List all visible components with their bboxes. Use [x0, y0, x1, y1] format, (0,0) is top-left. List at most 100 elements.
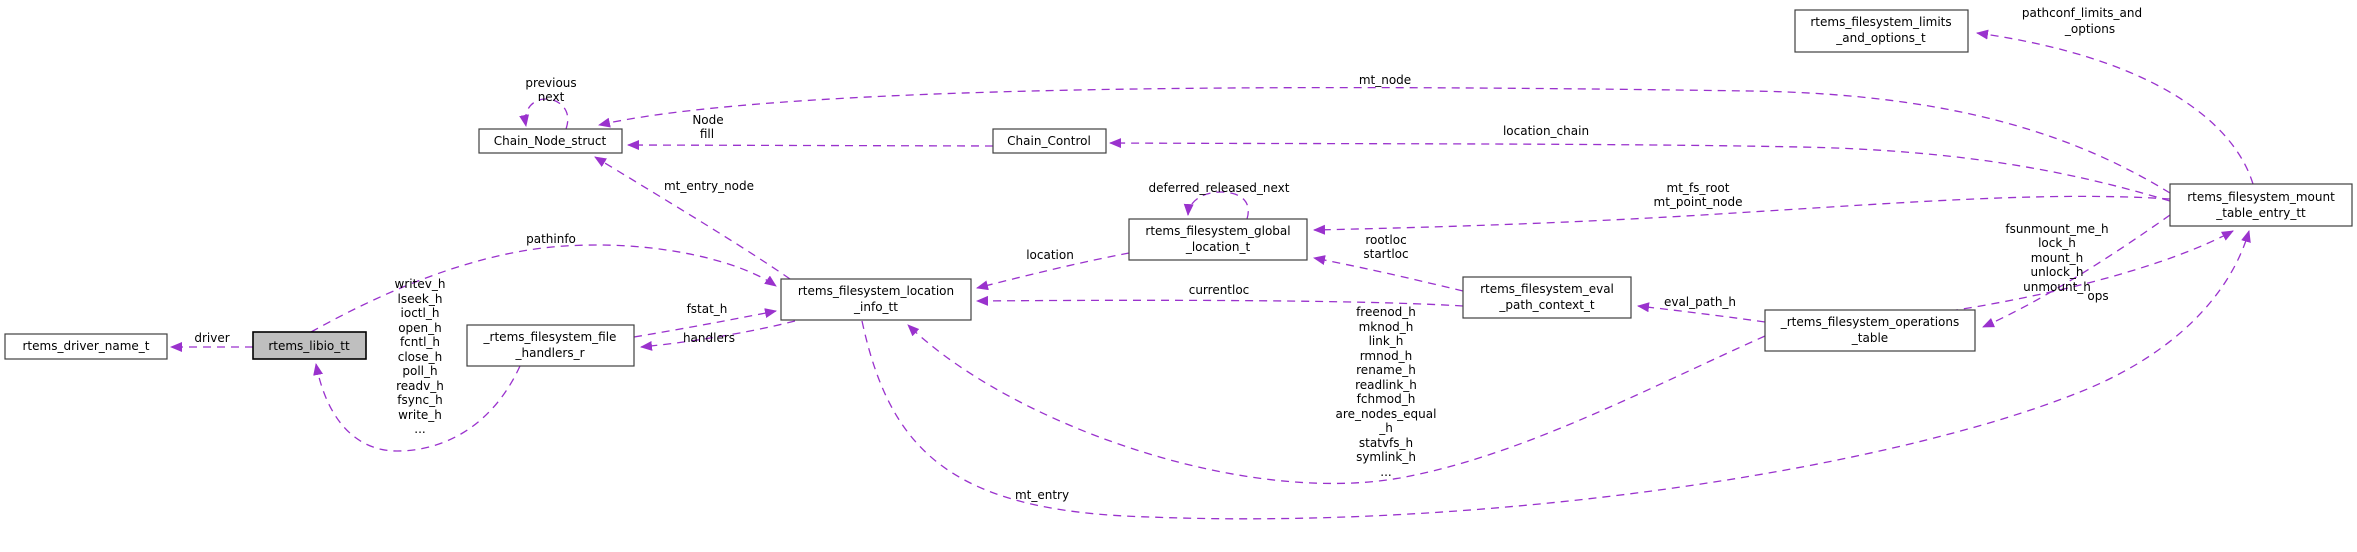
- edge-previous-next-loop: [519, 98, 569, 130]
- node-rtems-libio-tt[interactable]: rtems_libio_tt: [252, 331, 367, 360]
- edge-label-write-h: write_h: [398, 408, 442, 422]
- node-label[interactable]: rtems_driver_name_t: [22, 339, 149, 353]
- node-box[interactable]: [4, 333, 168, 360]
- node-label-line1[interactable]: _rtems_filesystem_operations: [1780, 315, 1960, 329]
- edge-label-mt-point-node: mt_point_node: [1654, 195, 1743, 209]
- node-rtems-filesystem-mount-table-entry-tt[interactable]: rtems_filesystem_mount _table_entry_tt: [2169, 183, 2353, 227]
- edge-label-are-nodes-equal-h: _h: [1378, 421, 1393, 435]
- node-box[interactable]: [1764, 309, 1976, 352]
- node-label-line2[interactable]: _and_options_t: [1835, 31, 1926, 45]
- edge-label-fill: fill: [700, 127, 714, 141]
- edge-label-freenod-h: freenod_h: [1356, 305, 1416, 319]
- node-box[interactable]: [2169, 183, 2353, 227]
- edge-label-libio-handler-list: writev_h lseek_h ioctl_h open_h fcntl_h …: [395, 277, 446, 436]
- edge-label-ellipsis: ...: [414, 422, 425, 436]
- node-label-line1[interactable]: _rtems_filesystem_file: [483, 330, 617, 344]
- edge-label-previous: previous: [525, 76, 576, 90]
- edge-currentloc: [976, 295, 1464, 307]
- edge-label-link-h: link_h: [1369, 334, 1404, 348]
- edge-label-location-chain: location_chain: [1503, 124, 1589, 138]
- edge-pathconf: [1976, 29, 2254, 185]
- node-rtems-filesystem-limits-and-options-t[interactable]: rtems_filesystem_limits _and_options_t: [1794, 9, 1969, 53]
- edge-fsunmount-list: [1949, 230, 2234, 312]
- node-label-line1[interactable]: rtems_filesystem_limits: [1810, 15, 1951, 29]
- node-rtems-filesystem-operations-table[interactable]: _rtems_filesystem_operations _table: [1764, 309, 1976, 352]
- edge-deferred-loop: [1183, 191, 1249, 220]
- node-label[interactable]: Chain_Node_struct: [494, 134, 607, 148]
- node-box[interactable]: [1794, 9, 1969, 53]
- node-label[interactable]: rtems_libio_tt: [268, 339, 350, 353]
- edge-label-mount-ops-list: fsunmount_me_h lock_h mount_h unlock_h u…: [2005, 222, 2108, 294]
- node-label-line2[interactable]: _location_t: [1185, 240, 1251, 254]
- edge-label-startloc: startloc: [1363, 247, 1408, 261]
- edge-label-unlock-h: unlock_h: [2030, 265, 2083, 279]
- edge-label-next: next: [538, 90, 565, 104]
- edge-label-statvfs-h: statvfs_h: [1359, 436, 1413, 450]
- edge-label-poll-h: poll_h: [402, 364, 437, 378]
- edge-label-unmount-h: unmount_h: [2023, 280, 2091, 294]
- edge-eval-path-h: [1637, 302, 1766, 323]
- edge-label-fsync-h: fsync_h: [397, 393, 442, 407]
- node-box[interactable]: [478, 128, 623, 154]
- node-box[interactable]: [1462, 276, 1632, 319]
- edge-fstat-h: [633, 308, 777, 338]
- node-chain-control[interactable]: Chain_Control: [992, 128, 1107, 154]
- edge-label-mt-fs-root: mt_fs_root: [1667, 181, 1730, 195]
- edge-label-mount-h: mount_h: [2031, 251, 2084, 265]
- node-box[interactable]: [992, 128, 1107, 154]
- node-chain-node-struct[interactable]: Chain_Node_struct: [478, 128, 623, 154]
- edge-label-pathinfo: pathinfo: [526, 232, 576, 246]
- edge-label-location: location: [1026, 248, 1074, 262]
- node-label-line2[interactable]: _path_context_t: [1498, 298, 1595, 312]
- node-label-line2[interactable]: _info_tt: [853, 300, 898, 314]
- node-label-line2[interactable]: _table_entry_tt: [2215, 206, 2306, 220]
- node-rtems-filesystem-file-handlers-r[interactable]: _rtems_filesystem_file _handlers_r: [466, 324, 635, 367]
- edge-label-fsunmount-me-h: fsunmount_me_h: [2005, 222, 2108, 236]
- node-box[interactable]: [252, 331, 367, 360]
- node-label-line2[interactable]: _handlers_r: [514, 346, 584, 360]
- node-rtems-driver-name-t[interactable]: rtems_driver_name_t: [4, 333, 168, 360]
- node-label-line1[interactable]: rtems_filesystem_location: [798, 284, 954, 298]
- edge-label-open-h: open_h: [398, 321, 442, 335]
- edge-label-pathconf-line2: _options: [2064, 22, 2115, 36]
- edge-label-mknod-h: mknod_h: [1359, 320, 1414, 334]
- edge-label-ioctl-h: ioctl_h: [401, 306, 440, 320]
- edge-mt-entry: [861, 230, 2251, 520]
- edge-label-deferred-released-next: deferred_released_next: [1149, 181, 1290, 195]
- edge-location-chain: [1109, 138, 2171, 202]
- edge-label-close-h: close_h: [398, 350, 443, 364]
- node-box[interactable]: [780, 278, 972, 321]
- edge-mt-node: [598, 86, 2171, 194]
- node-box[interactable]: [466, 324, 635, 367]
- node-label-line1[interactable]: rtems_filesystem_global: [1145, 224, 1290, 238]
- edge-label-rename-h: rename_h: [1356, 363, 1416, 377]
- edge-mt-fs-root: [1313, 195, 2171, 235]
- edge-label-handlers: handlers: [683, 331, 735, 345]
- node-label[interactable]: Chain_Control: [1007, 134, 1091, 148]
- node-rtems-filesystem-global-location-t[interactable]: rtems_filesystem_global _location_t: [1128, 218, 1308, 261]
- edge-location: [976, 252, 1130, 291]
- edge-label-readv-h: readv_h: [396, 379, 444, 393]
- edge-label-lseek-h: lseek_h: [398, 292, 443, 306]
- edge-label-lock-h: lock_h: [2038, 236, 2076, 250]
- edge-label-ops: ops: [2087, 289, 2108, 303]
- node-label-line1[interactable]: rtems_filesystem_eval: [1480, 282, 1614, 296]
- edge-label-ops-handler-list: freenod_h mknod_h link_h rmnod_h rename_…: [1336, 305, 1437, 479]
- node-box[interactable]: [1128, 218, 1308, 261]
- node-label-line1[interactable]: rtems_filesystem_mount: [2187, 190, 2335, 204]
- edge-label-writev-h: writev_h: [395, 277, 446, 291]
- node-label-line2[interactable]: _table: [1851, 331, 1888, 345]
- edge-libio-handlers-list: [313, 363, 521, 452]
- node-rtems-filesystem-location-info-tt[interactable]: rtems_filesystem_location _info_tt: [780, 278, 972, 321]
- edge-label-mt-entry-node: mt_entry_node: [664, 179, 754, 193]
- node-rtems-filesystem-eval-path-context-t[interactable]: rtems_filesystem_eval _path_context_t: [1462, 276, 1632, 319]
- edge-label-fchmod-h: fchmod_h: [1357, 392, 1416, 406]
- edge-label-pathconf-line1: pathconf_limits_and: [2022, 6, 2142, 20]
- edge-label-currentloc: currentloc: [1189, 283, 1250, 297]
- edge-label-mt-node: mt_node: [1359, 73, 1411, 87]
- edge-label-node: Node: [692, 113, 723, 127]
- edge-label-fstat-h: fstat_h: [687, 302, 728, 316]
- edge-node-fill: [627, 140, 994, 151]
